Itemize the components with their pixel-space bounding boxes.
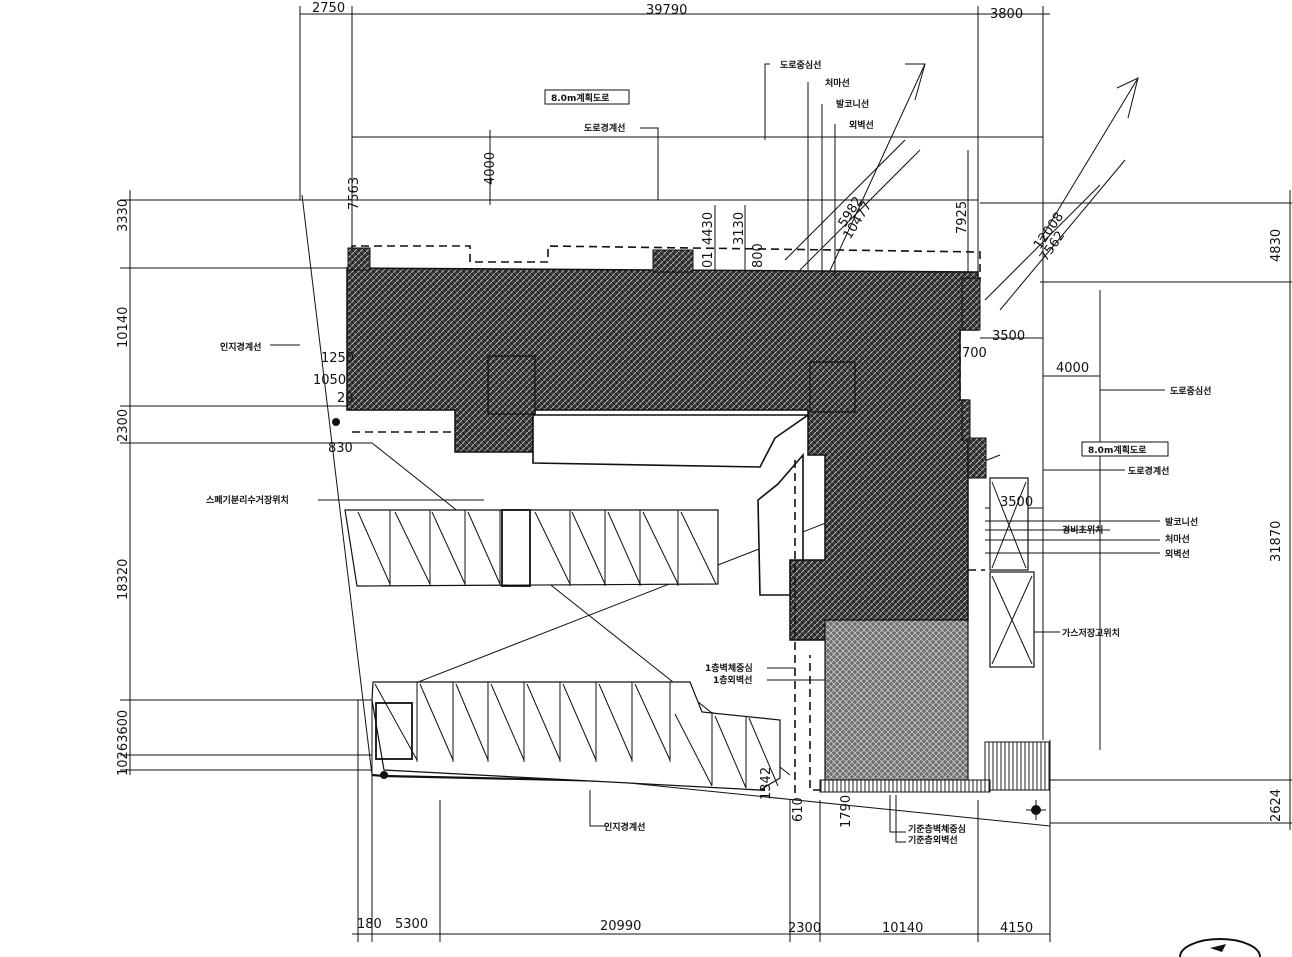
dim-right-0: 4830 bbox=[1269, 229, 1284, 262]
dim-4430: 4430 bbox=[701, 212, 716, 245]
site-boundary-left: 인지경계선 bbox=[220, 341, 261, 353]
road-boundary-top: 도로경계선 bbox=[584, 122, 625, 134]
dim-01: 01 bbox=[701, 251, 716, 268]
water-inlet: 스페기분리수거장위치 bbox=[206, 494, 289, 506]
road-center-top: 도로중심선 bbox=[780, 59, 821, 71]
dim-830: 830 bbox=[328, 441, 353, 456]
dimension-text-right: 4830 31870 2624 bbox=[1269, 229, 1284, 822]
dim-3500-a: 3500 bbox=[992, 329, 1025, 344]
dim-bottom-5: 4150 bbox=[1000, 921, 1033, 936]
right-facilities bbox=[794, 460, 1051, 795]
road-boundary-right: 도로경계선 bbox=[1128, 465, 1169, 477]
dim-bottom-3: 2300 bbox=[788, 921, 821, 936]
dim-right-2: 2624 bbox=[1269, 789, 1284, 822]
dimension-text-top: 2750 39790 3800 bbox=[312, 1, 1023, 22]
dim-top-0: 2750 bbox=[312, 1, 345, 16]
first-floor-outer: 1층외벽선 bbox=[713, 674, 752, 686]
balcony-line-top: 발코니선 bbox=[836, 98, 869, 110]
dim-20: 20 bbox=[337, 391, 354, 406]
dim-left-0: 3330 bbox=[116, 199, 131, 232]
parking-stalls bbox=[344, 509, 781, 791]
dim-right-1: 31870 bbox=[1269, 521, 1284, 562]
eave-line-right: 처마선 bbox=[1165, 533, 1190, 545]
dim-left-4: 10263600 bbox=[116, 710, 131, 776]
dim-4000-top: 4000 bbox=[483, 152, 498, 185]
road-plan-right-box bbox=[1081, 441, 1169, 457]
road-plan-top: 8.0m계획도로 bbox=[551, 92, 610, 104]
dim-800: 800 bbox=[751, 243, 766, 268]
basement-center: 기준층벽체중심 bbox=[908, 823, 966, 835]
dimension-text-left: 3330 10140 2300 18320 10263600 bbox=[116, 199, 131, 776]
first-floor-center: 1층벽체중심 bbox=[705, 662, 753, 674]
road-plan-top-box bbox=[544, 89, 630, 105]
outer-wall-right: 외벽선 bbox=[1165, 548, 1190, 560]
dim-bottom-4: 10140 bbox=[882, 921, 923, 936]
dim-left-1: 10140 bbox=[116, 307, 131, 348]
dim-bottom-1: 5300 bbox=[395, 917, 428, 932]
dim-1342: 1342 bbox=[759, 767, 774, 800]
dim-top-1: 39790 bbox=[646, 3, 687, 18]
dim-bottom-0: 180 bbox=[357, 917, 382, 932]
dim-left-3: 18320 bbox=[116, 559, 131, 600]
dim-top-2: 3800 bbox=[990, 7, 1023, 22]
dim-1050: 1050 bbox=[313, 373, 346, 388]
dim-3130: 3130 bbox=[732, 212, 747, 245]
north-arrow-icon bbox=[1179, 938, 1261, 957]
setback-diagonals bbox=[784, 63, 1139, 311]
site-boundary-bottom: 인지경계선 bbox=[604, 821, 645, 833]
basement-outer: 기준층외벽선 bbox=[908, 834, 958, 846]
building-mass bbox=[346, 247, 987, 781]
parking-right: 경비초위치 bbox=[1062, 524, 1103, 536]
dim-4000-right: 4000 bbox=[1056, 361, 1089, 376]
road-center-right: 도로중심선 bbox=[1170, 385, 1211, 397]
dim-7563: 7563 bbox=[347, 177, 362, 210]
dim-bottom-2: 20990 bbox=[600, 919, 641, 934]
annotation-labels: 8.0m계획도로 도로중심선 처마선 발코니선 외벽선 도로경계선 인지경계선 … bbox=[206, 59, 1211, 846]
leader-lines bbox=[270, 63, 1165, 843]
balcony-line-right: 발코니선 bbox=[1165, 516, 1198, 528]
dim-610: 610 bbox=[791, 797, 806, 822]
outer-wall-top: 외벽선 bbox=[849, 119, 874, 131]
dimension-text-interior: 7563 4000 4430 3130 01 800 7925 5982 104… bbox=[313, 152, 1089, 828]
dim-7925: 7925 bbox=[955, 201, 970, 234]
survey-point-icon bbox=[332, 418, 1046, 820]
dim-700: 700 bbox=[962, 346, 987, 361]
dimension-lines bbox=[120, 6, 1292, 942]
dim-1790: 1790 bbox=[839, 795, 854, 828]
eave-line-top: 처마선 bbox=[825, 77, 850, 89]
dimension-text-bottom: 180 5300 20990 2300 10140 4150 bbox=[357, 917, 1033, 936]
dim-left-2: 2300 bbox=[116, 409, 131, 442]
dim-3500-b: 3500 bbox=[1000, 495, 1033, 510]
road-plan-right: 8.0m계획도로 bbox=[1088, 444, 1147, 456]
dim-1250: 1250 bbox=[321, 351, 354, 366]
gas-meter: 가스저장고위치 bbox=[1062, 627, 1120, 639]
